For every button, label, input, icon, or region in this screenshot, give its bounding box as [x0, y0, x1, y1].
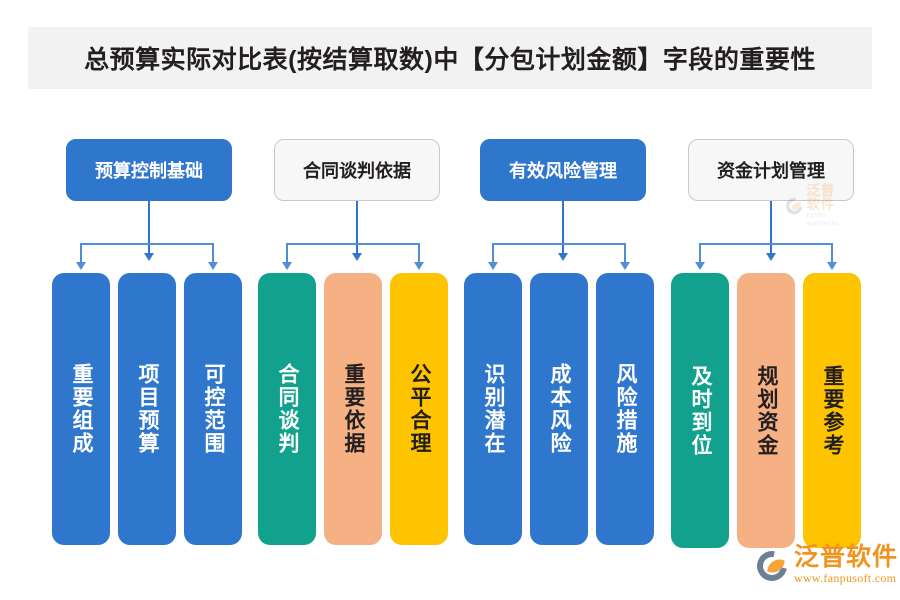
bar-label: 成本风险	[548, 363, 572, 455]
connector-arrow-2-2	[414, 262, 424, 270]
bar-1-1[interactable]: 重要组成	[52, 273, 110, 545]
bar-label: 识别潜在	[482, 363, 506, 455]
connector-rail-1	[81, 243, 213, 245]
bar-label: 重要参考	[821, 364, 845, 457]
bar-1-3[interactable]: 可控范围	[184, 273, 242, 545]
logo-url: www.fanpusoft.com	[794, 571, 897, 585]
connector-arrow-mid-3	[558, 253, 568, 261]
fanpu-logo: 泛普软件 www.fanpusoft.com	[751, 543, 899, 587]
connector-drop-4-1	[699, 243, 701, 263]
bar-label: 公平合理	[408, 363, 432, 455]
connector-arrow-mid-1	[144, 253, 154, 261]
bar-label: 规划资金	[755, 364, 779, 457]
group-heading-4[interactable]: 资金计划管理	[688, 139, 854, 201]
group-heading-label: 合同谈判依据	[303, 161, 411, 181]
connector-arrow-mid-2	[352, 253, 362, 261]
bar-label: 重要组成	[70, 363, 94, 455]
connector-drop-1-1	[80, 243, 82, 263]
connector-arrow-2-1	[282, 262, 292, 270]
connector-drop-4-2	[831, 243, 833, 263]
connector-drop-3-2	[624, 243, 626, 263]
connector-drop-2-2	[418, 243, 420, 263]
connector-arrow-1-1	[76, 262, 86, 270]
connector-drop-3-1	[492, 243, 494, 263]
connector-arrow-1-2	[208, 262, 218, 270]
watermark-logo-name: 泛普软件	[806, 182, 835, 213]
bar-3-1[interactable]: 识别潜在	[464, 273, 522, 545]
connector-stem-3	[562, 201, 564, 253]
group-heading-label: 资金计划管理	[717, 161, 825, 181]
bar-label: 风险措施	[614, 363, 638, 455]
group-heading-label: 有效风险管理	[509, 161, 617, 181]
group-heading-2[interactable]: 合同谈判依据	[274, 139, 440, 201]
connector-drop-1-2	[212, 243, 214, 263]
fanpu-logo-icon	[751, 544, 793, 587]
title-band: 总预算实际对比表(按结算取数)中【分包计划金额】字段的重要性	[28, 27, 872, 89]
connector-drop-2-1	[286, 243, 288, 263]
bar-4-3[interactable]: 重要参考	[803, 273, 861, 548]
bar-label: 可控范围	[202, 363, 226, 455]
connector-stem-4	[770, 201, 772, 253]
connector-arrow-4-1	[695, 262, 705, 270]
connector-arrow-3-1	[488, 262, 498, 270]
logo-brand-name: 泛普软件	[794, 543, 899, 571]
connector-stem-2	[356, 201, 358, 253]
group-heading-3[interactable]: 有效风险管理	[480, 139, 646, 201]
bar-label: 及时到位	[689, 364, 713, 457]
fanpu-logo-icon	[782, 194, 806, 218]
bar-2-3[interactable]: 公平合理	[390, 273, 448, 545]
bar-3-3[interactable]: 风险措施	[596, 273, 654, 545]
bar-1-2[interactable]: 项目预算	[118, 273, 176, 545]
bar-2-1[interactable]: 合同谈判	[258, 273, 316, 545]
bar-2-2[interactable]: 重要依据	[324, 273, 382, 545]
bar-4-1[interactable]: 及时到位	[671, 273, 729, 548]
connector-arrow-4-2	[827, 262, 837, 270]
bar-3-2[interactable]: 成本风险	[530, 273, 588, 545]
connector-rail-3	[493, 243, 625, 245]
connector-arrow-mid-4	[766, 253, 776, 261]
connector-rail-2	[287, 243, 419, 245]
bar-label: 项目预算	[136, 363, 160, 455]
page-title: 总预算实际对比表(按结算取数)中【分包计划金额】字段的重要性	[84, 46, 816, 74]
watermark-logo-url: FANPU SOFTWARE	[806, 212, 840, 228]
watermark-logo: 泛普软件 FANPU SOFTWARE	[782, 182, 849, 228]
bar-label: 合同谈判	[276, 363, 300, 455]
group-heading-1[interactable]: 预算控制基础	[66, 139, 232, 201]
connector-stem-1	[148, 201, 150, 253]
connector-arrow-3-2	[620, 262, 630, 270]
connector-rail-4	[700, 243, 832, 245]
bar-4-2[interactable]: 规划资金	[737, 273, 795, 548]
bar-label: 重要依据	[342, 363, 366, 455]
group-heading-label: 预算控制基础	[95, 161, 203, 181]
